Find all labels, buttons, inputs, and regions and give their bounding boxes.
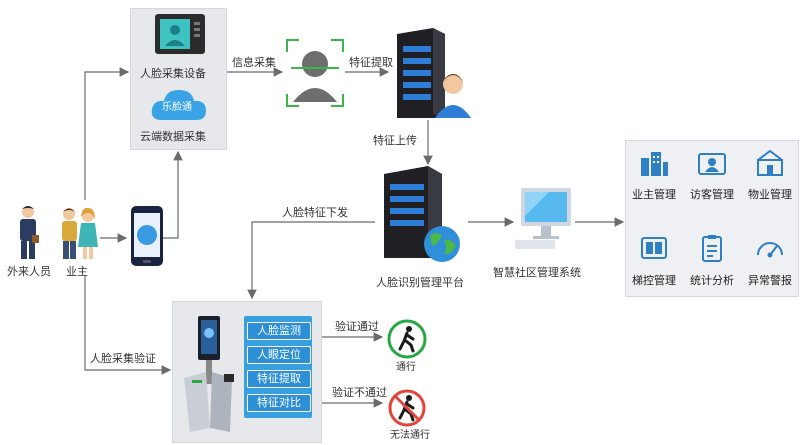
gate-step-3: 特征提取 xyxy=(247,370,311,388)
cloud-collect-label: 云端数据采集 xyxy=(140,130,206,143)
owner-couple-icon xyxy=(62,207,98,259)
community-system-label: 智慧社区管理系统 xyxy=(493,266,581,279)
feature-extract-label: 特征提取 xyxy=(349,56,393,69)
property-icon xyxy=(757,149,783,176)
cloud-icon xyxy=(151,90,206,120)
face-capture-device-icon xyxy=(155,14,205,54)
face-device-label: 人脸采集设备 xyxy=(140,67,206,80)
building-icon xyxy=(641,152,668,176)
module-label-property: 物业管理 xyxy=(748,188,792,201)
face-scan-icon xyxy=(286,39,344,107)
module-label-elevator: 梯控管理 xyxy=(632,274,676,287)
mobile-phone-icon xyxy=(131,206,163,266)
module-label-owner: 业主管理 xyxy=(632,188,676,201)
module-label-visitor: 访客管理 xyxy=(690,188,734,201)
gate-step-1: 人脸监测 xyxy=(247,322,311,340)
owner-label: 业主 xyxy=(66,265,88,278)
fail-label: 无法通行 xyxy=(390,430,430,441)
extraction-server-icon xyxy=(397,28,471,118)
computer-monitor-icon xyxy=(515,188,571,249)
face-gate-terminal-icon xyxy=(184,316,234,432)
info-collect-label: 信息采集 xyxy=(232,56,276,69)
feature-upload-label: 特征上传 xyxy=(373,134,417,147)
platform-label: 人脸识别管理平台 xyxy=(376,276,464,289)
feature-dispatch-label: 人脸特征下发 xyxy=(282,206,348,219)
face-verify-label: 人脸采集验证 xyxy=(90,352,156,365)
cloud-brand-label: 乐脸通 xyxy=(162,102,192,113)
pass-label: 通行 xyxy=(396,362,416,373)
visitor-id-icon xyxy=(698,153,726,175)
module-label-stats: 统计分析 xyxy=(690,274,734,287)
no-pass-icon xyxy=(388,389,426,427)
visitor-person-icon xyxy=(20,206,39,259)
verify-pass-label: 验证通过 xyxy=(335,320,379,333)
platform-server-icon xyxy=(384,166,460,262)
clipboard-chart-icon xyxy=(702,235,722,262)
pass-walk-icon xyxy=(387,319,427,359)
visitor-label: 外来人员 xyxy=(7,265,51,278)
elevator-icon xyxy=(641,237,667,259)
verify-fail-label: 验证不通过 xyxy=(332,386,387,399)
gate-step-2: 人眼定位 xyxy=(247,346,311,364)
gate-step-4: 特征对比 xyxy=(247,394,311,412)
module-label-alarm: 异常警报 xyxy=(748,274,792,287)
alarm-gauge-icon xyxy=(757,242,783,258)
